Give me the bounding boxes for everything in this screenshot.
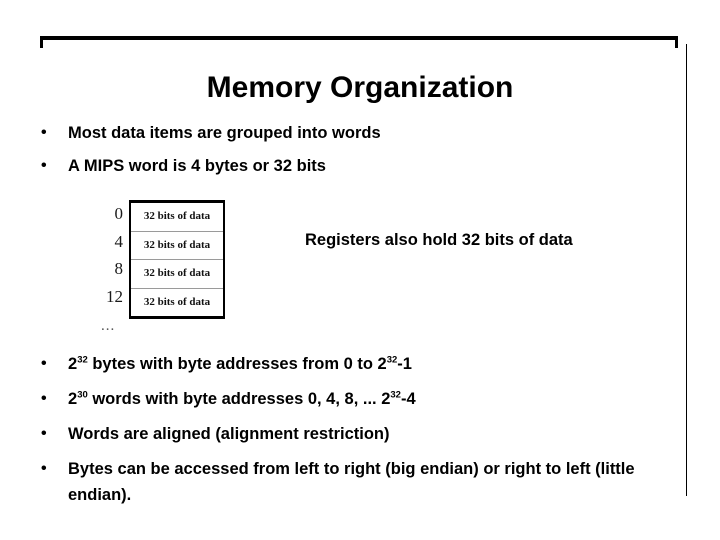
bullet-text: Bytes can be accessed from left to right… [68, 460, 635, 504]
memory-diagram-body: 0 4 8 12 32 bits of data 32 bits of data… [95, 200, 225, 319]
bullet-marker-icon: • [41, 124, 47, 141]
slide-frame-top-border [40, 36, 678, 40]
memory-word-cell: 32 bits of data [143, 295, 211, 308]
slide-frame-corner-right [675, 36, 678, 48]
bullet-item: • 230 words with byte addresses 0, 4, 8,… [36, 386, 696, 412]
memory-address-label: 0 [114, 204, 124, 223]
bullet-text: Most data items are grouped into words [68, 124, 381, 142]
bullet-marker-icon: • [41, 157, 47, 174]
bullet-item: • 232 bytes with byte addresses from 0 t… [36, 351, 696, 377]
memory-continuation-ellipsis: ... [101, 318, 116, 334]
memory-address-column: 0 4 8 12 [95, 200, 129, 310]
bullet-item: • A MIPS word is 4 bytes or 32 bits [36, 153, 696, 179]
bullet-item: • Most data items are grouped into words [36, 120, 696, 146]
bullet-text: 230 words with byte addresses 0, 4, 8, .… [68, 389, 416, 408]
memory-address-label: 12 [106, 286, 123, 306]
memory-word-table: 32 bits of data 32 bits of data 32 bits … [129, 200, 225, 319]
memory-word-cell: 32 bits of data [131, 260, 223, 289]
bullet-marker-icon: • [41, 390, 47, 407]
slide-title: Memory Organization [206, 71, 514, 104]
bullet-list-top: • Most data items are grouped into words… [36, 120, 696, 186]
memory-address-label: 4 [114, 231, 124, 251]
memory-word-cell: 32 bits of data [131, 232, 223, 260]
registers-note: Registers also hold 32 bits of data [305, 231, 573, 249]
bullet-marker-icon: • [41, 355, 47, 372]
bullet-text: Words are aligned (alignment restriction… [68, 425, 390, 443]
bullet-text: A MIPS word is 4 bytes or 32 bits [68, 157, 326, 175]
memory-word-cell: 32 bits of data [131, 203, 223, 232]
bullet-item: • Bytes can be accessed from left to rig… [36, 456, 696, 508]
memory-organization-diagram: 0 4 8 12 32 bits of data 32 bits of data… [95, 200, 225, 334]
slide-frame-corner-left [40, 36, 43, 48]
bullet-marker-icon: • [41, 460, 47, 477]
bullet-text: 232 bytes with byte addresses from 0 to … [68, 354, 412, 373]
bullet-marker-icon: • [41, 425, 47, 442]
memory-address-label: 8 [114, 259, 124, 278]
slide-frame-right-rule [686, 44, 687, 496]
bullet-item: • Words are aligned (alignment restricti… [36, 421, 696, 447]
bullet-list-bottom: • 232 bytes with byte addresses from 0 t… [36, 351, 696, 517]
